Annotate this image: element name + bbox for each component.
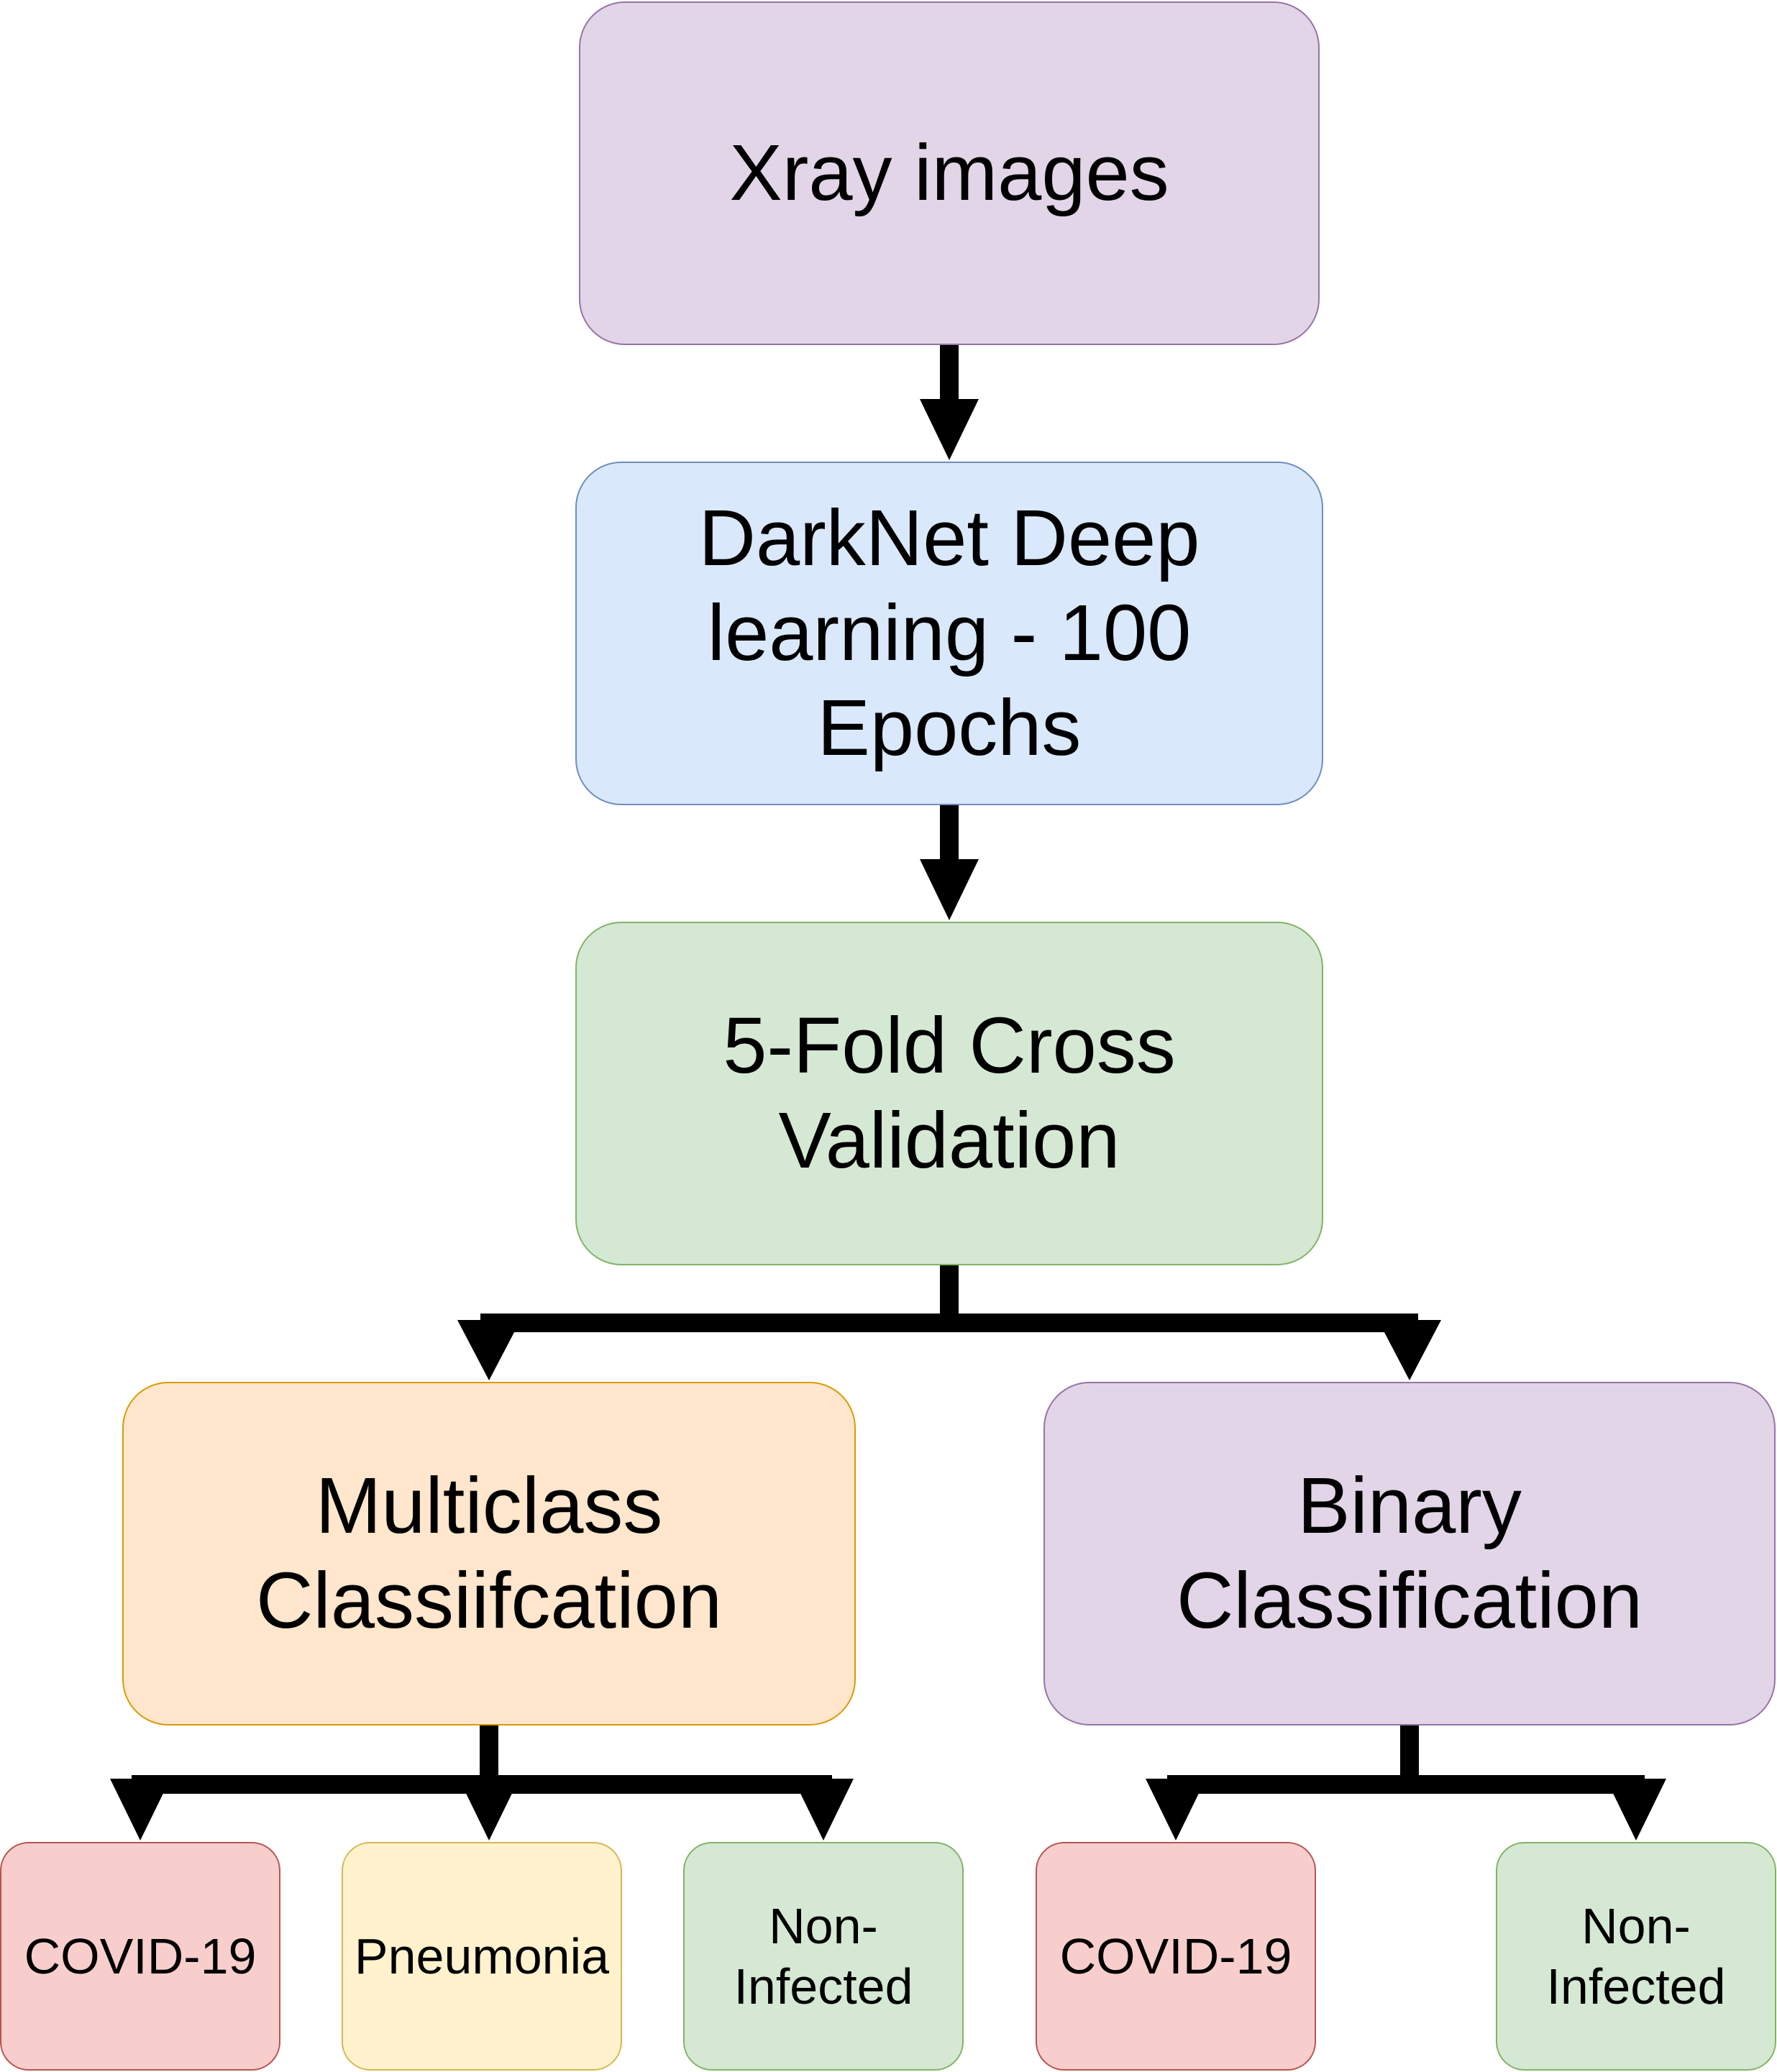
arrowhead-to-multi-covid [110, 1779, 170, 1840]
node-binary-classification: Binary Classification [1043, 1382, 1776, 1725]
edge-darknet-to-crossval [920, 805, 979, 920]
edge-crossval-split [480, 1265, 1419, 1332]
node-xray-images: Xray images [579, 1, 1320, 345]
arrowhead-to-multiclass [457, 1320, 521, 1380]
arrowhead-to-binary-noninfected [1606, 1779, 1666, 1840]
node-binary-non-infected: Non- Infected [1496, 1842, 1776, 2071]
node-multiclass-classification: Multiclass Classiifcation [122, 1382, 856, 1725]
edge-binary-split [1167, 1725, 1645, 1794]
node-darknet-deep-learning: DarkNet Deep learning - 100 Epochs [575, 462, 1323, 805]
node-multiclass-covid-19: COVID-19 [0, 1842, 280, 2071]
arrowhead-to-multi-noninfected [793, 1779, 854, 1840]
arrowhead-to-binary-covid [1146, 1779, 1206, 1840]
arrowhead-to-binary [1378, 1320, 1441, 1380]
node-multiclass-pneumonia: Pneumonia [342, 1842, 622, 2071]
edge-xray-to-darknet [920, 345, 979, 460]
node-5-fold-cross-validation: 5-Fold Cross Validation [575, 922, 1323, 1265]
arrowhead-to-multi-pneumonia [459, 1779, 519, 1840]
edge-multiclass-split [132, 1725, 832, 1794]
node-binary-covid-19: COVID-19 [1036, 1842, 1316, 2071]
node-multiclass-non-infected: Non- Infected [683, 1842, 964, 2071]
